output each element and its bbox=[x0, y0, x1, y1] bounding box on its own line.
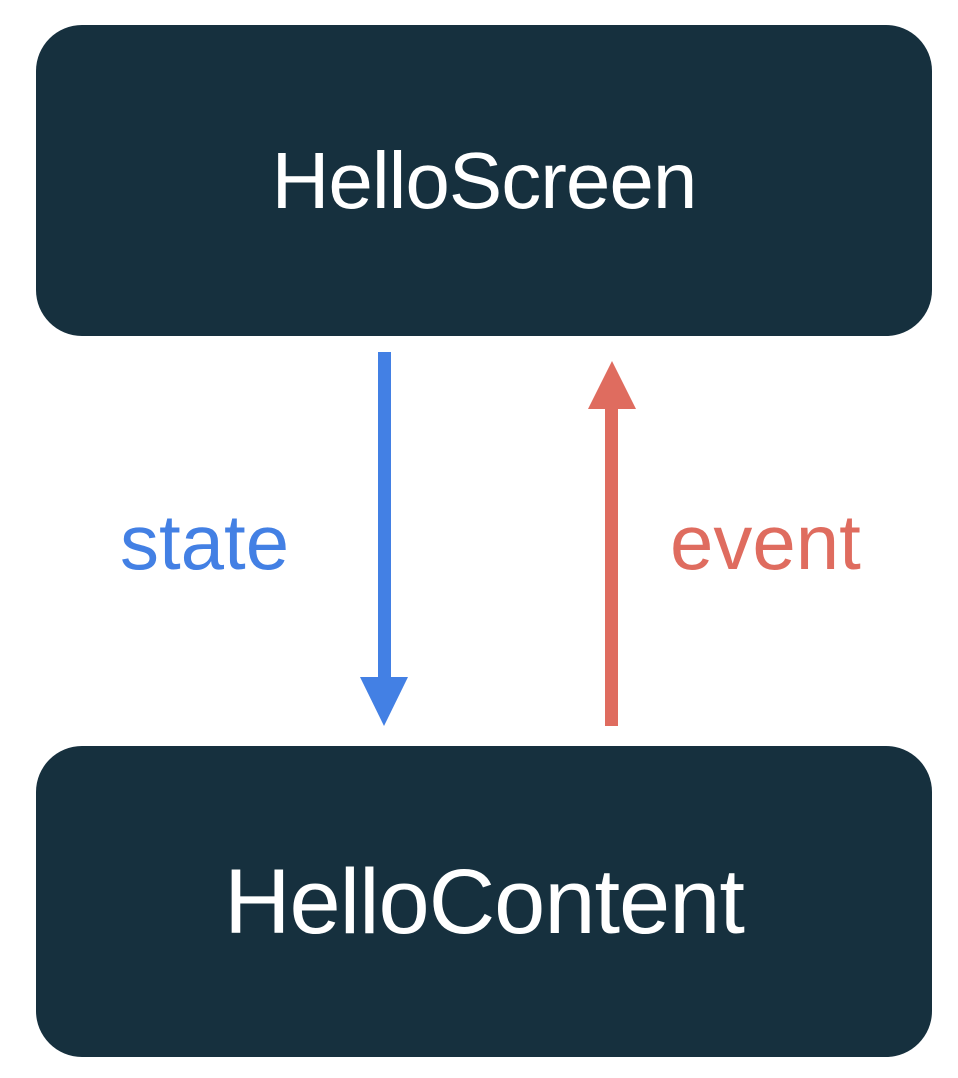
node-hello-screen[interactable]: HelloScreen bbox=[36, 25, 932, 336]
node-hello-content-label: HelloContent bbox=[224, 850, 745, 953]
state-arrow-icon bbox=[360, 352, 408, 726]
event-arrow-icon bbox=[588, 361, 636, 726]
edge-label-state: state bbox=[120, 498, 290, 586]
node-hello-content[interactable]: HelloContent bbox=[36, 746, 932, 1057]
node-hello-screen-label: HelloScreen bbox=[271, 135, 698, 225]
edge-label-event: event bbox=[670, 498, 861, 586]
